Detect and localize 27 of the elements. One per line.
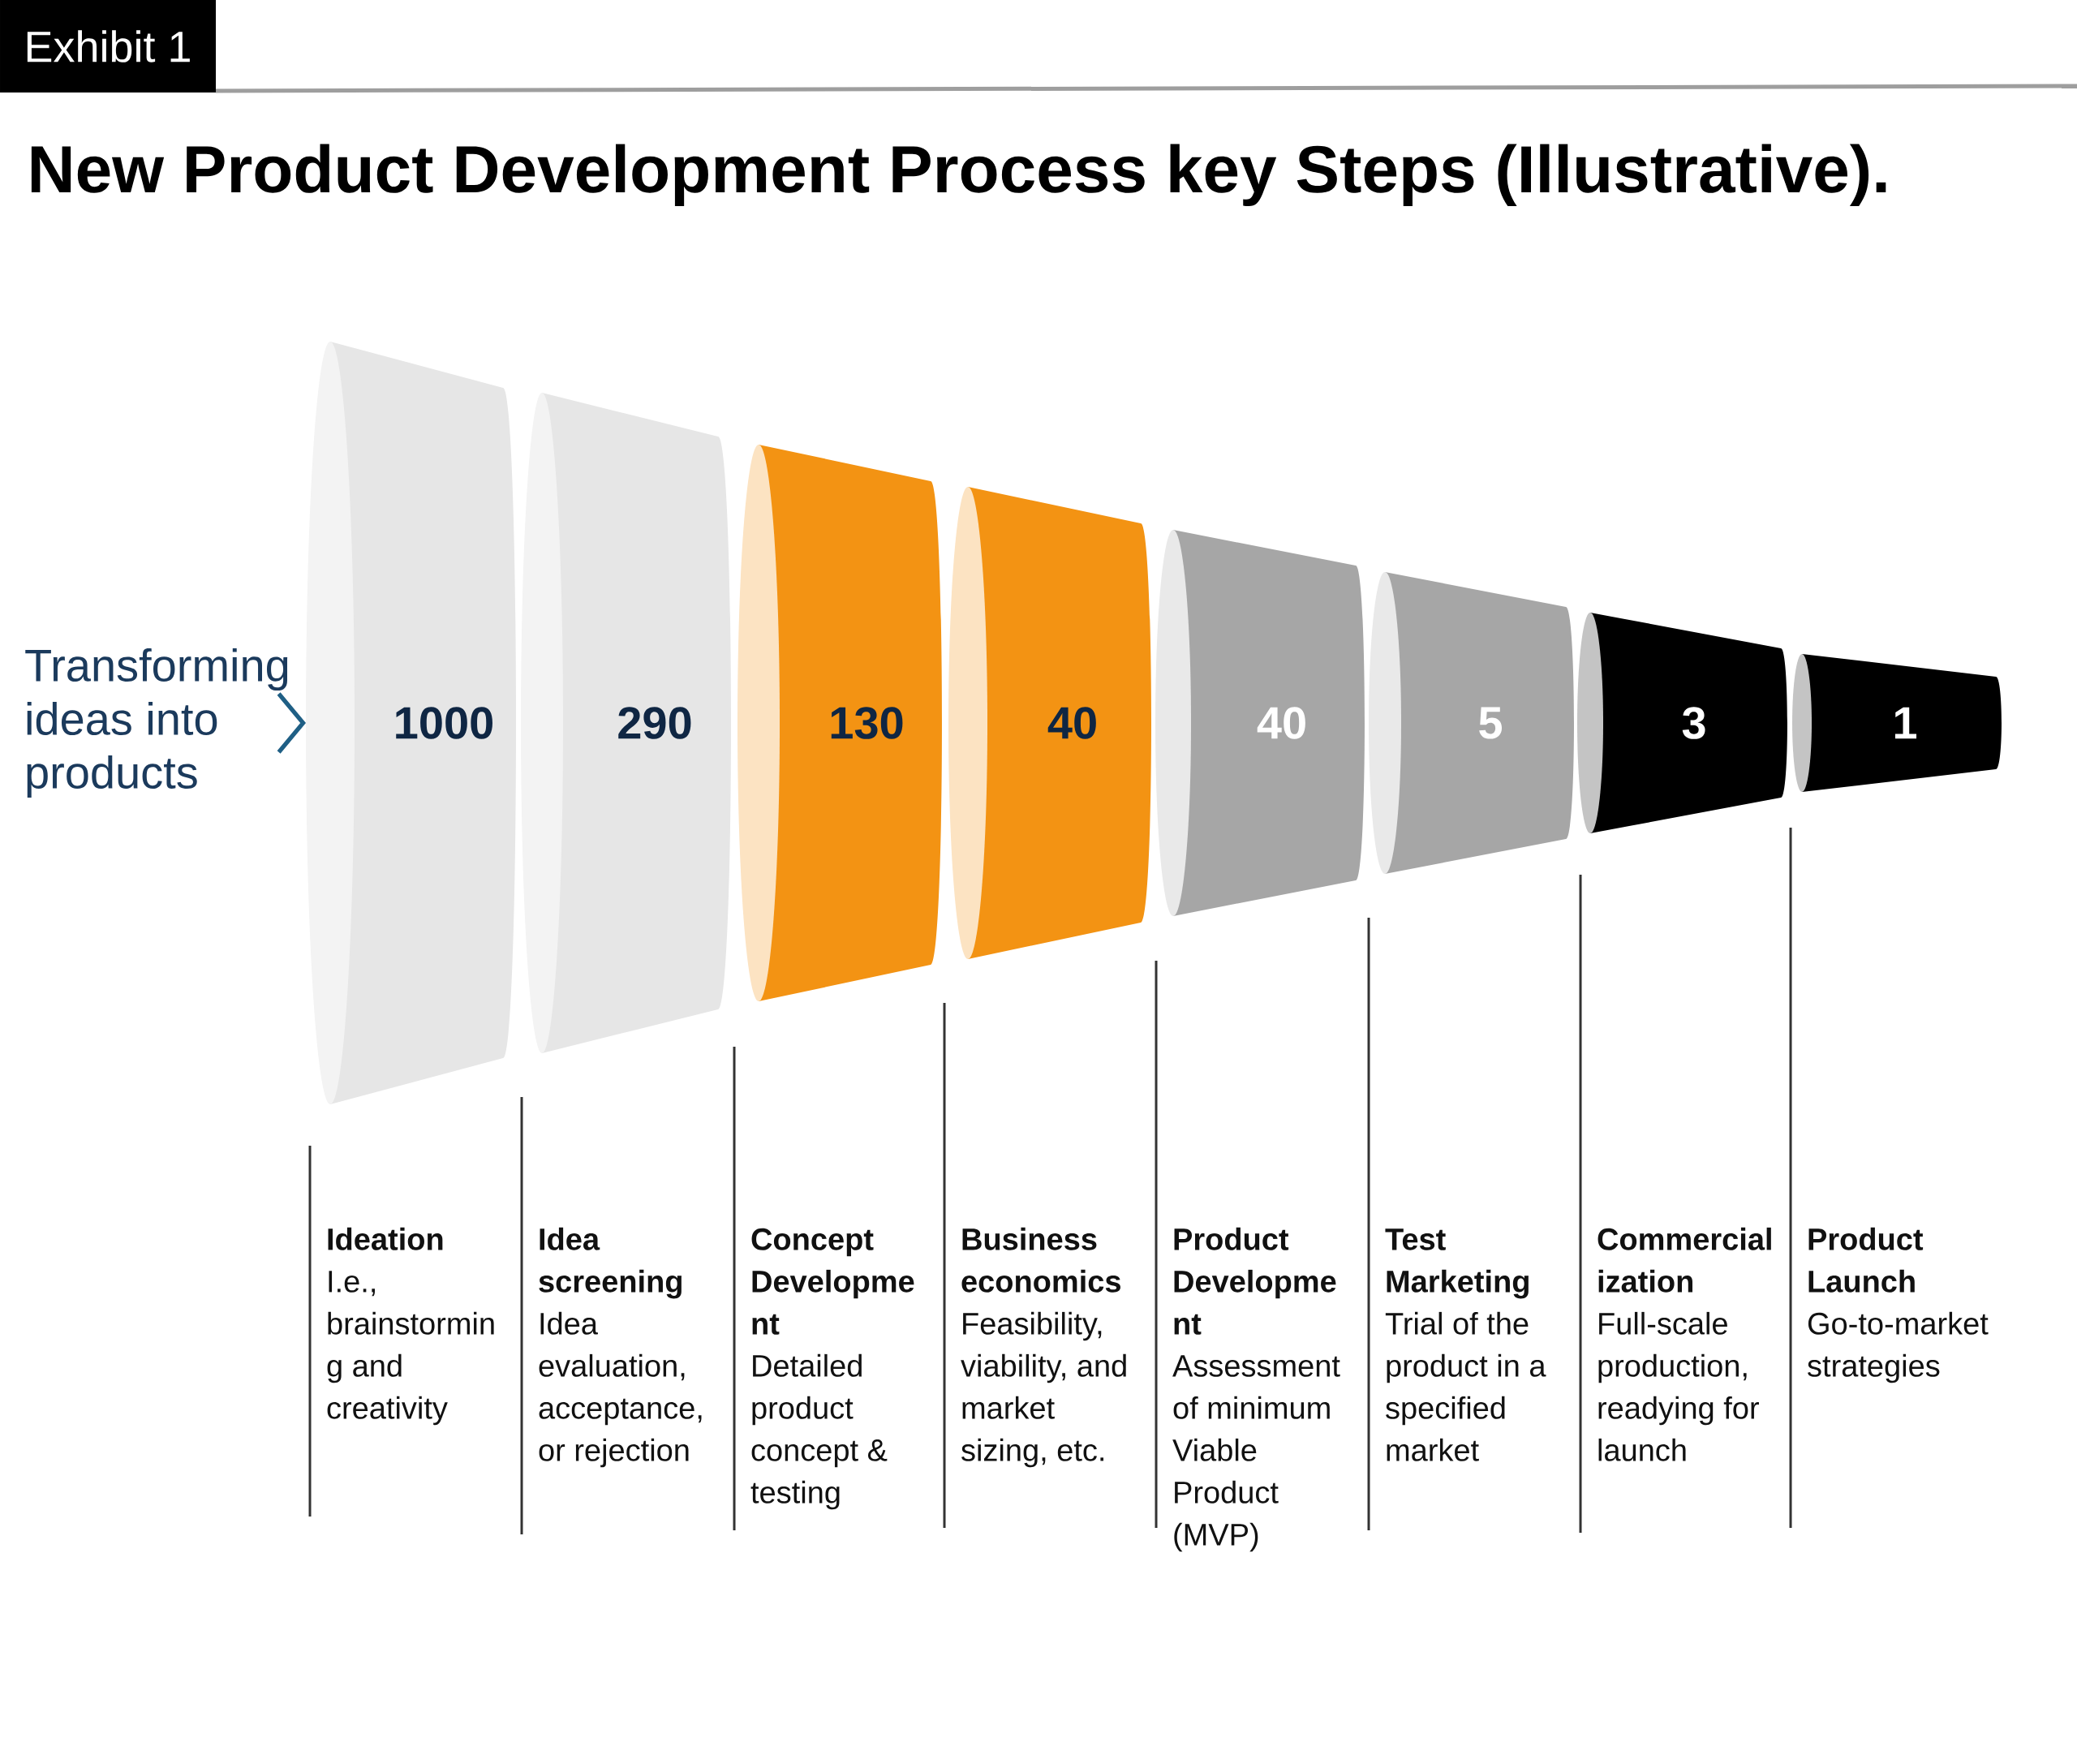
funnel-segment: 130 (737, 445, 942, 1001)
exhibit-tag: Exhibit 1 (0, 0, 216, 93)
intro-text: Transforming ideas into products (25, 648, 288, 798)
funnel-segment: 3 (1577, 613, 1787, 833)
step-description: Idea evaluation, acceptance, or rejection (539, 1311, 702, 1468)
funnel-segment: 40 (948, 487, 1151, 959)
step-heading: Concept Developme nt (751, 1228, 914, 1335)
step-heading: Idea screening (539, 1227, 682, 1299)
step-description: Assessment of minimum Viable Product (MVP) (1172, 1355, 1340, 1552)
step-heading: Commercial ization (1598, 1227, 1771, 1293)
step-description: Trial of the product in a specified market (1385, 1311, 1546, 1461)
title: New Product Development Process key Steps (Illustrative). (31, 144, 1886, 206)
funnel-segment: 290 (521, 393, 731, 1053)
funnel-segment: 1000 (306, 342, 516, 1104)
step-heading: Ideation (328, 1227, 443, 1250)
step-heading: Product Launch (1808, 1227, 1924, 1293)
step-heading: Test Marketing (1385, 1228, 1529, 1299)
step-heading: Product Developme nt (1174, 1227, 1336, 1335)
funnel-segment: 1 (1792, 654, 2002, 792)
step-description: Full-scale production, readying for launch (1598, 1311, 1759, 1461)
funnel-segment: 40 (1155, 530, 1365, 916)
step-description: I.e., brainstormin g and creativity (327, 1271, 494, 1426)
step-heading: Business economics (961, 1227, 1120, 1293)
step-description: Go-to-market strategies (1808, 1311, 1989, 1383)
step-description: Feasibility, viability, and market sizing, etc. (961, 1311, 1126, 1468)
step-description: Detailed product concept & testing (750, 1353, 888, 1510)
funnel-segment: 5 (1369, 572, 1574, 874)
